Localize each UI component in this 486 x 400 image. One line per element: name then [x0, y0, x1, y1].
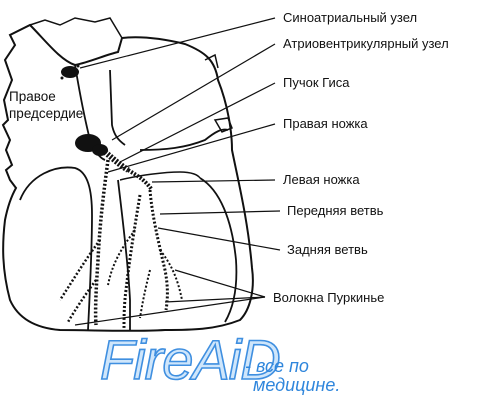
label-anterior-branch: Передняя ветвь: [287, 203, 384, 218]
right-ventricle-wall: [19, 166, 93, 331]
label-sa-node: Синоатриальный узел: [283, 10, 418, 25]
label-right-atrium-line1: Правое: [9, 89, 56, 104]
label-av-node: Атриовентрикулярный узел: [283, 36, 449, 51]
septum-line: [109, 69, 126, 146]
label-left-branch: Левая ножка: [283, 172, 360, 187]
watermark-logo: FireAiD: [99, 328, 281, 391]
label-right-branch: Правая ножка: [283, 116, 368, 131]
conduction-system: [58, 64, 183, 329]
leader-lines: [74, 17, 281, 326]
vein-notch: [213, 117, 233, 133]
vein-notch-2: [204, 53, 219, 69]
watermark-tagline-line1: - все по: [245, 356, 309, 376]
atrium-top-edge: [29, 17, 123, 39]
watermark-tagline-line2: медицине.: [253, 375, 341, 395]
heart-outline: [1, 23, 254, 332]
left-ventricle-inner-right: [199, 177, 238, 323]
label-his-bundle: Пучок Гиса: [283, 75, 350, 90]
left-atrium-lower: [139, 128, 229, 151]
label-right-atrium-line2: предсердие: [9, 106, 84, 121]
label-posterior-branch: Задняя ветвь: [287, 242, 368, 257]
label-purkinje-fibers: Волокна Пуркинье: [273, 290, 385, 305]
